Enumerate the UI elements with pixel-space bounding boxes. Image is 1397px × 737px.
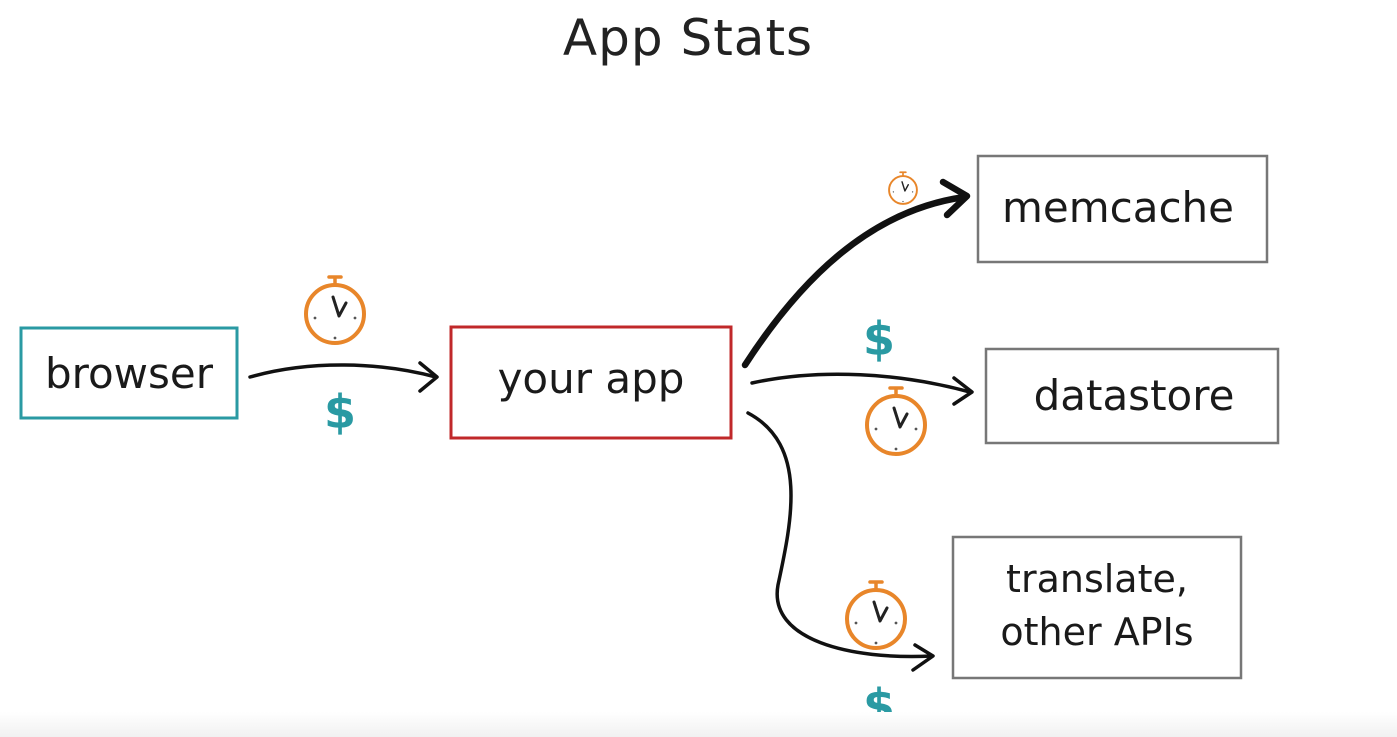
memcache-box [976, 154, 1269, 264]
browser-label: browser [45, 349, 214, 398]
stopwatch-icon [845, 580, 907, 650]
dollar-sign: $ [324, 385, 356, 439]
arrow-browser-to-app [248, 361, 439, 393]
memcache-node: memcache [976, 154, 1269, 264]
arrow-app-to-memcache [741, 178, 971, 369]
dollar-sign: $ [863, 312, 895, 366]
stopwatch-icon [304, 275, 366, 345]
arrow-app-to-datastore [750, 372, 974, 406]
memcache-label: memcache [1002, 183, 1234, 232]
translate-label-line1: translate, [1006, 557, 1188, 601]
browser-box [19, 326, 239, 420]
datastore-label: datastore [1034, 371, 1235, 420]
your-app-box [449, 325, 733, 440]
stopwatch-icon [888, 171, 918, 205]
browser-node: browser [19, 326, 239, 420]
your-app-node: your app [449, 325, 733, 440]
translate-apis-box [951, 535, 1243, 680]
translate-apis-node: translate, other APIs [951, 535, 1243, 680]
stopwatch-icon [865, 386, 927, 456]
your-app-label: your app [498, 354, 685, 403]
datastore-node: datastore [984, 347, 1280, 445]
datastore-box [984, 347, 1280, 445]
diagram-title: App Stats [563, 9, 813, 67]
translate-label-line2: other APIs [1000, 610, 1193, 654]
bottom-shadow-band [0, 712, 1397, 737]
arrow-app-to-translate [746, 411, 935, 672]
